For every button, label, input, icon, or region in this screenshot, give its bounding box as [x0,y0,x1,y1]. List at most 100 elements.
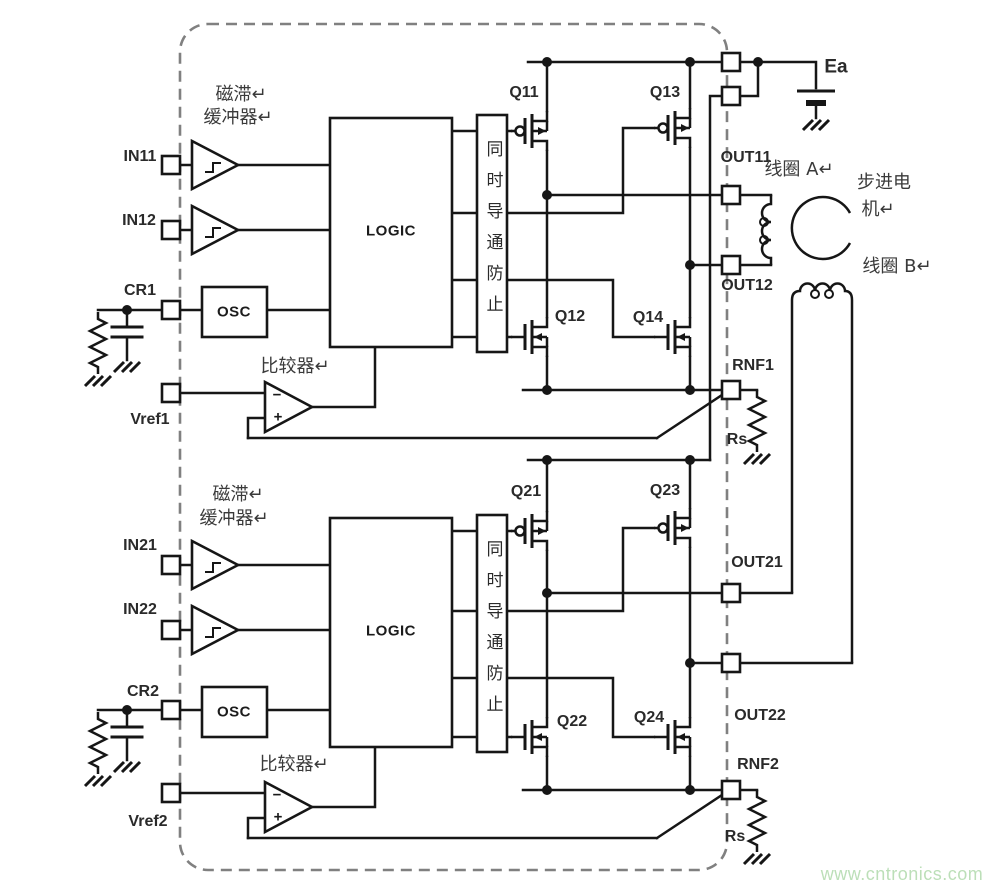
q22-label: Q22 [556,713,588,730]
stepper-motor-label-line2: 机↵ [861,199,895,220]
q14-label: Q14 [632,309,664,326]
pad-out22 [720,652,742,674]
ground-ea [801,118,831,132]
schmitt-buffer-in22 [190,604,240,656]
pin-label-vref1: Vref1 [130,411,170,428]
osc2-label: OSC [216,703,252,721]
schmitt-buffer-in21 [190,539,240,591]
stepper-motor-label-line1: 步进电 [857,172,911,193]
pin-label-rnf2: RNF2 [737,756,779,773]
q13-label: Q13 [649,84,681,101]
q13-pmos-transistor [652,106,692,150]
cr1-timing-resistor [88,310,108,376]
q22-nmos-transistor [509,715,549,759]
pad-in12 [160,219,182,241]
coil-b-inductor [790,282,854,663]
rs2-sense-resistor [747,788,767,854]
pin-label-out11: OUT11 [720,149,772,166]
rs2-label: Rs [724,828,746,845]
ic-boundary [178,22,729,872]
anti-shoot-through-block-1 [475,113,509,354]
ground-rs1 [742,452,772,466]
pin-label-in21: IN21 [123,537,157,554]
comparator1-icon [263,379,315,435]
pin-label-cr2: CR2 [126,683,160,700]
wiring-channel1 [96,60,818,462]
logic2-label: LOGIC [366,622,416,640]
pad-out21 [720,582,742,604]
pin-label-rnf1: RNF1 [732,357,774,374]
pin-label-out12: OUT12 [721,277,773,294]
pad-out12 [720,254,742,276]
external-wiring [738,101,854,665]
osc-block-2 [200,685,269,739]
hysteresis-buffer-label-1b: 缓冲器↵ [203,107,273,128]
q21-label: Q21 [510,483,542,500]
anti-shoot-through-label-1: 同时导通防止 [482,140,503,326]
comparator1-label: 比较器↵ [260,356,330,377]
comparator1-plus: + [273,408,283,426]
osc1-label: OSC [216,303,252,321]
pad-cr2 [160,699,182,721]
pin-label-vref2: Vref2 [128,813,168,830]
q24-label: Q24 [633,709,665,726]
logic1-label: LOGIC [366,222,416,240]
osc-block-1 [200,285,269,339]
comparator1-minus: − [272,386,282,404]
pin-label-in11: IN11 [123,148,157,165]
rs1-label: Rs [726,431,748,448]
schmitt-buffer-in12 [190,204,240,256]
pin-label-out21: OUT21 [731,554,783,571]
ground-cr2-capacitor [112,760,142,774]
pad-in11 [160,154,182,176]
logic-block-2 [328,516,454,749]
hysteresis-buffer-label-1a: 磁滞↵ [215,84,267,105]
pad-rnf1 [720,379,742,401]
comparator2-minus: − [272,786,282,804]
ground-rs2 [742,852,772,866]
pad-supply-bridge2 [720,85,742,107]
pad-out11 [720,184,742,206]
q12-nmos-transistor [509,315,549,359]
rs1-sense-resistor [747,388,767,454]
pad-supply-top [720,51,742,73]
wiring-channel2 [96,458,759,840]
q11-pmos-transistor [509,109,549,153]
ea-battery-icon [797,89,835,106]
pin-label-out22: OUT22 [734,707,786,724]
hysteresis-buffer-label-2b: 缓冲器↵ [199,508,269,529]
ground-cr1-capacitor [112,360,142,374]
pin-label-in12: IN12 [122,212,156,229]
hysteresis-buffer-label-2a: 磁滞↵ [212,484,264,505]
pad-cr1 [160,299,182,321]
pad-rnf2 [720,779,742,801]
q12-label: Q12 [554,308,586,325]
q11-label: Q11 [509,84,539,101]
ground-cr2-resistor [83,774,113,788]
coil-b-label: 线圈 B↵ [862,256,932,277]
schmitt-buffer-in11 [190,139,240,191]
watermark: www.cntronics.com [820,864,984,884]
stepper-motor-icon [790,195,852,261]
cr2-timing-resistor [88,710,108,776]
pad-in21 [160,554,182,576]
ea-label: Ea [824,56,848,78]
pin-label-in22: IN22 [123,601,157,618]
pad-vref1 [160,382,182,404]
coil-a-label: 线圈 A↵ [764,159,834,180]
coil-a-inductor [759,195,773,265]
pad-in22 [160,619,182,641]
q21-pmos-transistor [509,509,549,553]
ground-cr1-resistor [83,374,113,388]
q23-pmos-transistor [652,506,692,550]
pin-label-cr1: CR1 [123,282,157,299]
comparator2-plus: + [273,808,283,826]
anti-shoot-through-label-2: 同时导通防止 [482,540,503,726]
comparator2-icon [263,779,315,835]
comparator2-label: 比较器↵ [259,754,329,775]
logic-block-1 [328,116,454,349]
anti-shoot-through-block-2 [475,513,509,754]
pad-vref2 [160,782,182,804]
